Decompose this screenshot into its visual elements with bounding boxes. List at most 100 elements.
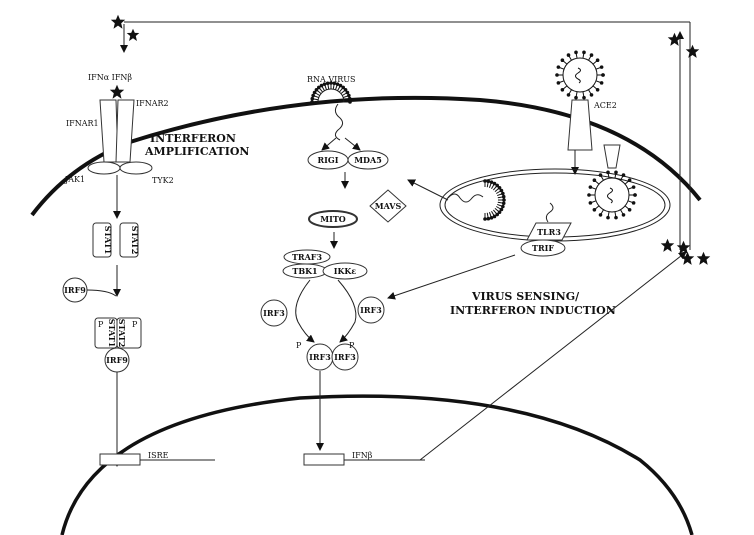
ifnb-gene-box [303, 453, 345, 466]
virion-spike-tip [556, 65, 561, 69]
ifnb-gene-label: IFNβ [352, 451, 373, 460]
ikke-node [322, 262, 368, 280]
traf3-label: TRAF3 [292, 252, 322, 262]
virion-spike-tip [497, 185, 502, 190]
virion-spike-tip [486, 216, 491, 221]
virion-spike-tip [489, 216, 494, 220]
irf9-label: IRF9 [106, 355, 128, 365]
virion-spike-tip [501, 201, 506, 206]
virion-spike-tip [347, 96, 352, 101]
feedback-loop [120, 21, 691, 461]
isre-label: ISRE [148, 451, 169, 460]
stat2-node [119, 222, 139, 258]
tbk1-label: TBK1 [292, 266, 317, 276]
virion-spike-tip [311, 93, 315, 98]
svg-text:P: P [296, 341, 302, 350]
virion-spike-tip [501, 191, 505, 196]
trif-node [520, 239, 566, 257]
mito-label: MITO [320, 214, 346, 224]
viral-rna [575, 67, 581, 84]
virion-spike-tip [589, 93, 594, 97]
ifn-label: IFNα IFNβ [88, 73, 132, 82]
virion-spike-tip [492, 214, 497, 219]
ikke-label: IKKε [334, 266, 357, 276]
jak1-node [87, 161, 121, 175]
irf3-dimer: IRF3 IRF3 P P [296, 341, 359, 371]
phospho-label: P [98, 320, 104, 329]
virion-spike-tip [325, 81, 330, 86]
virion-spike-tip [495, 183, 500, 188]
virion-spike-tip [347, 93, 351, 98]
virion-spike-tip [601, 73, 605, 77]
virion-spike-tip [335, 82, 340, 86]
stat2-label: STAT2 [130, 226, 140, 255]
virion-spike-tip [606, 215, 610, 220]
virion-spike-tip [587, 193, 591, 197]
virion-spike-tip [589, 53, 594, 57]
amplification-title-1: INTERFERON [150, 132, 236, 145]
virion-spike-tip [502, 198, 506, 202]
virion-spike-tip [598, 213, 603, 217]
virion-spike-tip [501, 204, 505, 209]
virion-spike-tip [499, 207, 504, 212]
virion-spike-tip [492, 181, 497, 186]
tlr3-node [526, 222, 572, 241]
nuclear-membrane [60, 394, 694, 535]
virion-spike-tip [319, 83, 324, 88]
virion-spike-tip [614, 215, 618, 220]
virion-spike-tip [582, 95, 586, 100]
svg-text:P: P [349, 341, 355, 350]
virion-spike-tip [341, 85, 346, 90]
sensing-title-1: VIRUS SENSING/ [471, 290, 580, 303]
mito-node [308, 210, 358, 228]
ifnar2-label: IFNAR2 [136, 99, 169, 108]
virion-spike-tip [595, 58, 600, 63]
ace2-receptor [567, 99, 593, 151]
svg-text:IRF3: IRF3 [360, 305, 382, 315]
virion-spike-tip [483, 217, 487, 221]
virion-spike-tip [560, 58, 565, 63]
spiked-virion-icon [555, 50, 605, 100]
virion-spike-tip [574, 50, 578, 55]
virion-spike-tip [310, 100, 314, 104]
virion-spike-tip [614, 170, 618, 175]
irf3-node [260, 299, 288, 327]
sensing-title-2: INTERFERON INDUCTION [450, 304, 616, 317]
irf9-label: IRF9 [64, 285, 86, 295]
svg-text:IRF3: IRF3 [309, 352, 331, 362]
virion-spike-tip [588, 185, 593, 189]
virion-spike-tip [566, 93, 571, 97]
virion-spike-tip [566, 53, 571, 57]
rna-virus-label: RNA VIRUS [307, 75, 356, 84]
virion-spike-tip [483, 179, 487, 183]
virion-spike-tip [312, 90, 317, 95]
virion-spike-tip [329, 81, 333, 85]
virion-spike-tip [599, 81, 604, 85]
tyk2-node [119, 161, 153, 175]
virion-spike-tip [592, 178, 597, 183]
virion-spike-tip [627, 207, 632, 212]
virion-spike-tip [345, 90, 350, 95]
virion-spike-tip [497, 210, 502, 215]
virion-spike-tip [486, 179, 491, 184]
mavs-node [369, 189, 407, 223]
ace2-label: ACE2 [593, 101, 617, 110]
virion-spike-tip [314, 87, 319, 92]
virion-spike-tip [489, 180, 494, 184]
amplification-title-2: AMPLIFICATION [144, 145, 249, 158]
virion-spike-tip [495, 212, 500, 217]
virion-spike-tip [595, 87, 600, 92]
stat-complex: P P STAT1 STAT2 IRF9 [94, 317, 142, 373]
virion-spike-tip [592, 207, 597, 212]
irf3-node [357, 296, 385, 324]
ifnar-receptor [99, 99, 135, 163]
stat1-node [92, 222, 112, 258]
virion-spike-tip [574, 95, 578, 100]
virion-spike-tip [598, 173, 603, 177]
mda5-label: MDA5 [354, 155, 382, 165]
virion-spike-tip [316, 85, 321, 90]
virion-spike-tip [606, 170, 610, 175]
virion-spike-tip [501, 194, 506, 199]
